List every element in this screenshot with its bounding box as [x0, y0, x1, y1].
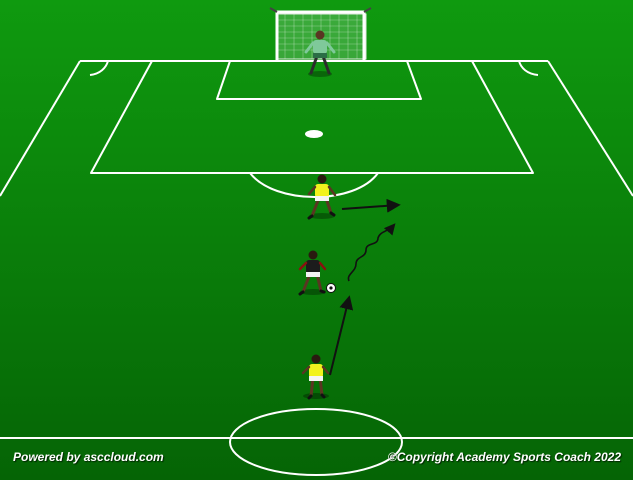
penalty-arc: [249, 172, 379, 198]
defender-shift-arrow: [341, 198, 401, 213]
attacker-with-ball-icon: [298, 250, 327, 296]
penalty-box: [90, 60, 534, 174]
centre-circle: [229, 408, 403, 476]
penalty-spot: [305, 130, 323, 138]
corner-arc-right: [518, 60, 539, 76]
copyright-caption: ©Copyright Academy Sports Coach 2022: [387, 450, 621, 464]
goal-frame: [275, 10, 366, 60]
attacker-run-arrow: [329, 295, 354, 376]
powered-by-caption: Powered by asccloud.com: [13, 450, 164, 464]
football-icon: [326, 283, 336, 293]
defender-player-icon: [307, 174, 337, 220]
dribble-wavy-arrow: [347, 223, 396, 282]
six-yard-box: [216, 60, 422, 100]
supporting-attacker-icon: [301, 354, 330, 400]
left-touchline: [0, 60, 81, 197]
right-touchline: [547, 60, 633, 197]
corner-arc-left: [89, 60, 109, 76]
pitch-markings: [0, 60, 633, 476]
goalkeeper-icon: [304, 30, 336, 77]
